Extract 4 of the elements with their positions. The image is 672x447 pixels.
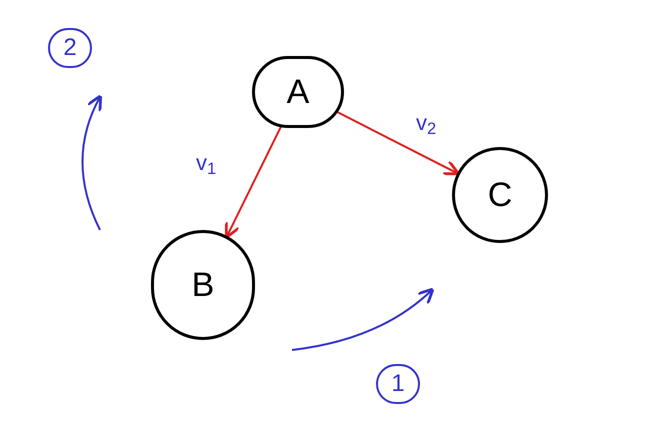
callout-number: 1 (376, 364, 420, 404)
arrow (336, 110, 460, 176)
arrow (224, 125, 282, 239)
callout-number: 2 (48, 28, 92, 68)
